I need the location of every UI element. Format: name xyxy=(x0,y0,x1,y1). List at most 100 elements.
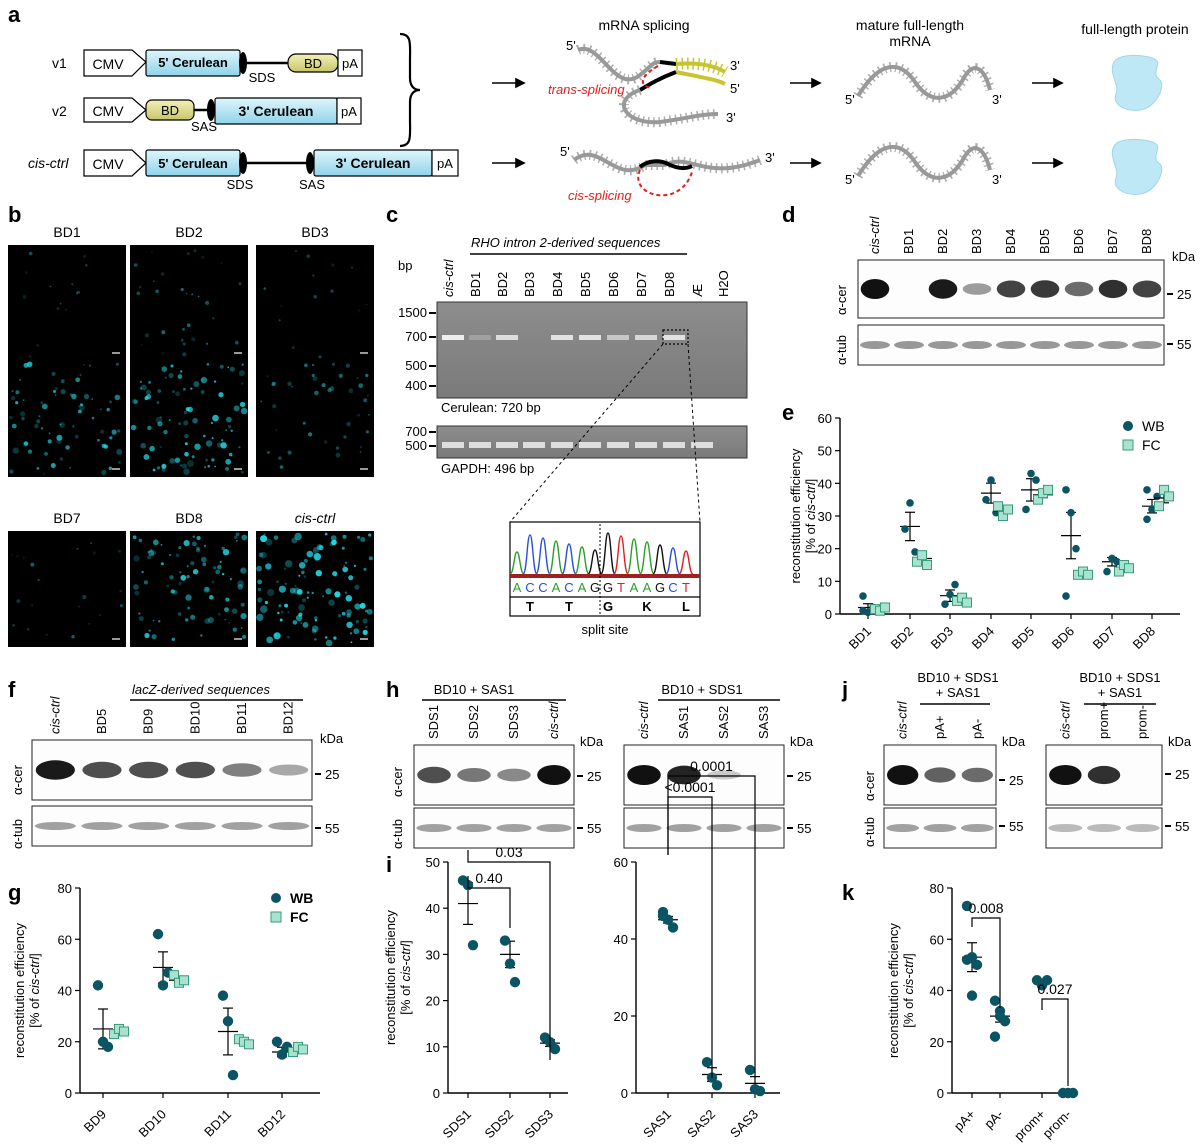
chromatogram-peak xyxy=(548,540,564,575)
blot-lane-label: BD5 xyxy=(94,709,109,734)
cell-spot xyxy=(280,304,283,308)
x-tick-label: prom- xyxy=(1040,1107,1075,1142)
micro-tile xyxy=(130,361,248,477)
data-point xyxy=(880,602,890,613)
cell-spot xyxy=(210,421,213,425)
cell-spot xyxy=(119,589,123,593)
cell-spot xyxy=(311,373,315,378)
base-letter: C xyxy=(668,580,677,595)
cell-spot xyxy=(368,414,370,416)
mature-mrna-2: 5' 3' xyxy=(845,142,1002,187)
cell-spot xyxy=(234,535,238,539)
x-tick-label: BD4 xyxy=(969,624,997,652)
cell-spot xyxy=(368,556,373,561)
cell-spot xyxy=(365,373,369,378)
amino-acid: L xyxy=(682,599,690,614)
legend-label: WB xyxy=(1142,418,1165,434)
cell-spot xyxy=(240,567,247,574)
x-tick-label: BD6 xyxy=(1049,624,1077,652)
cell-spot xyxy=(302,598,306,603)
cell-spot xyxy=(187,252,190,255)
cell-spot xyxy=(330,535,337,541)
wb-band xyxy=(860,279,890,299)
cell-spot xyxy=(194,443,201,450)
sds-site xyxy=(239,52,247,74)
base-letter: A xyxy=(578,580,587,595)
cell-spot xyxy=(204,618,210,624)
cell-spot xyxy=(160,562,164,566)
micro-tile xyxy=(256,361,374,477)
data-point xyxy=(961,954,973,965)
blot-lane-label: pA+ xyxy=(932,716,947,740)
cell-spot xyxy=(346,621,353,628)
cell-spot xyxy=(83,393,90,400)
legend-marker-wb xyxy=(1123,421,1133,431)
cell-spot xyxy=(332,571,338,577)
data-point xyxy=(901,525,909,533)
cell-spot xyxy=(331,362,336,366)
micro-tile xyxy=(8,531,126,647)
blot-lane-label: BD10 xyxy=(187,701,202,734)
x-tick-label: BD1 xyxy=(846,624,874,652)
cell-spot xyxy=(359,445,362,448)
row-label-alpha-cer: α-cer xyxy=(834,284,849,315)
y-tick-label: 0 xyxy=(825,607,832,622)
data-point xyxy=(1022,505,1030,514)
y-axis-title: reconstitution efficiency[% of cis-ctrl] xyxy=(788,448,818,583)
cell-spot xyxy=(291,385,293,388)
data-point xyxy=(989,1031,1001,1042)
gel-band xyxy=(635,335,657,340)
exon-label: 5' Cerulean xyxy=(158,55,228,70)
cell-spot xyxy=(140,442,146,449)
wb-band xyxy=(457,768,491,782)
cell-spot xyxy=(185,618,189,622)
cell-spot xyxy=(65,308,67,311)
cell-spot xyxy=(118,549,121,553)
mature-mrna-1: 5' 3' xyxy=(845,62,1002,107)
chromatogram-peak xyxy=(678,550,694,575)
p-value-label: 0.008 xyxy=(968,900,1003,916)
cell-spot xyxy=(237,584,244,590)
cell-spot xyxy=(239,401,246,408)
cell-spot xyxy=(145,389,151,395)
cell-spot xyxy=(232,627,237,632)
cell-spot xyxy=(163,429,168,435)
data-point xyxy=(864,608,872,617)
cell-spot xyxy=(108,466,113,470)
wb-band xyxy=(1125,824,1160,832)
p-value-label: 0.027 xyxy=(1037,981,1072,997)
cell-spot xyxy=(354,603,361,610)
wb-band xyxy=(129,761,169,779)
cell-spot xyxy=(278,456,282,460)
wb-band xyxy=(627,765,661,785)
gel-band xyxy=(523,442,545,448)
cell-spot xyxy=(203,544,206,547)
cell-spot xyxy=(196,548,201,553)
cell-spot xyxy=(278,604,282,608)
data-point xyxy=(961,900,973,912)
data-point xyxy=(227,1069,239,1081)
data-point xyxy=(701,1057,713,1068)
x-tick-label: BD2 xyxy=(888,624,916,652)
y-axis-title: reconstitution efficiency[% of cis-ctrl] xyxy=(12,923,42,1058)
cell-spot xyxy=(234,340,239,345)
cell-spot xyxy=(182,328,185,331)
base-letter: T xyxy=(617,580,625,595)
construct-cis-ctrl: cis-ctrl CMV 5' Cerulean SDS SAS 3' Ceru… xyxy=(28,149,459,192)
data-point xyxy=(966,990,978,1001)
sds-label: SDS xyxy=(249,70,276,85)
panel-label-k: k xyxy=(842,880,855,905)
cell-spot xyxy=(187,460,194,467)
blot-lane-label: BD7 xyxy=(1105,229,1120,254)
cell-spot xyxy=(9,469,14,474)
y-axis-title: reconstitution efficiency[% of cis-ctrl] xyxy=(886,923,916,1058)
micro-tile-label: BD3 xyxy=(301,224,328,240)
x-tick-label: SDS2 xyxy=(481,1107,516,1142)
data-point xyxy=(276,1049,288,1060)
cell-spot xyxy=(11,389,14,393)
micro-tile-label: BD7 xyxy=(53,510,80,526)
x-tick-label: BD5 xyxy=(1009,624,1037,652)
cell-spot xyxy=(331,263,335,267)
